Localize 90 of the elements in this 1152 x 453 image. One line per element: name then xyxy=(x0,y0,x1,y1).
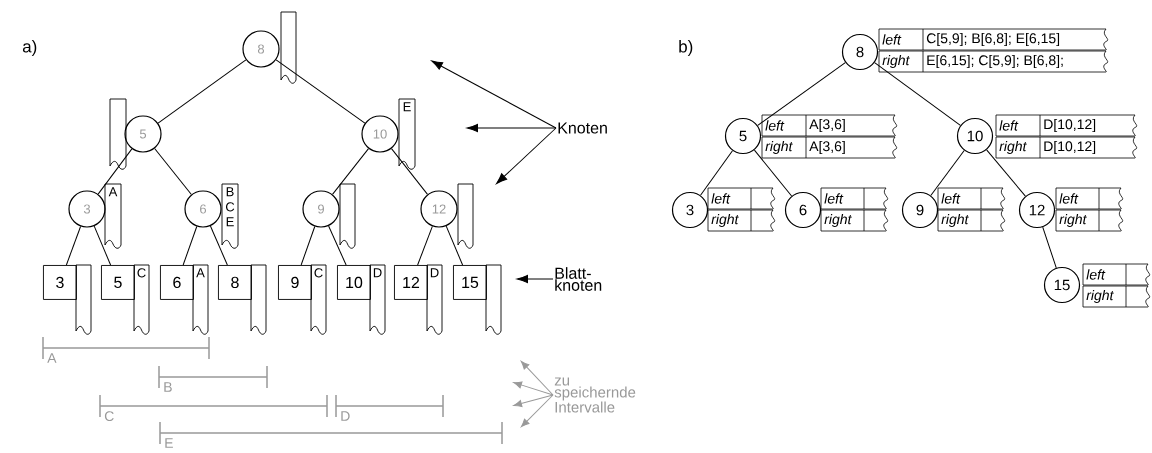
panel-label: a) xyxy=(22,40,37,56)
tree-edge xyxy=(154,148,192,195)
tree-edge xyxy=(757,62,846,126)
tree-node: 10 xyxy=(361,115,399,153)
node-table: left right xyxy=(1082,263,1151,308)
tree-edge xyxy=(417,225,433,266)
list-strip: A xyxy=(104,183,122,249)
list-strip: C xyxy=(310,264,327,335)
interval-label: E xyxy=(165,438,173,448)
arrow xyxy=(513,381,554,396)
tree-node: 12 xyxy=(420,190,458,228)
node-label: A[3,6] xyxy=(809,140,845,155)
tree-edge xyxy=(93,225,112,266)
tree-edge xyxy=(97,148,133,195)
arrow xyxy=(513,394,554,408)
tree-edge xyxy=(157,59,247,124)
node-label: D[10,12] xyxy=(1044,140,1096,155)
list-strip: D xyxy=(426,264,443,335)
node-table: left D[10,12] right D[10,12] xyxy=(995,114,1138,159)
tree-edge xyxy=(391,148,428,195)
tree-node: 3 xyxy=(671,191,709,229)
list-strip: C xyxy=(133,264,150,335)
tree-edge xyxy=(328,225,347,266)
node-label: A[3,6] xyxy=(809,118,845,133)
tree-node: 5 xyxy=(124,115,162,153)
tree-node: 5 xyxy=(724,117,762,155)
list-strip: D xyxy=(369,264,386,335)
tree-edge xyxy=(930,150,965,196)
tree-node: 9 xyxy=(302,190,340,228)
leaf-box: 12 xyxy=(394,265,428,300)
tree-node: 12 xyxy=(1018,191,1056,229)
tree-node: 8 xyxy=(242,30,280,68)
node-table: left right xyxy=(707,187,776,232)
tree-edge xyxy=(700,150,733,196)
tree-edge xyxy=(65,225,82,266)
arrow xyxy=(520,394,554,428)
interval-label: C xyxy=(104,411,114,422)
node-label: left xyxy=(999,120,1019,131)
tree-node: 6 xyxy=(184,190,222,228)
leaf-box: 3 xyxy=(43,265,77,300)
node-label: E[6,15]; C[5,9]; B[6,8]; xyxy=(927,54,1063,69)
node-table: left A[3,6] right A[3,6] xyxy=(761,114,898,159)
node-label: C[5,9]; B[6,8]; E[6,15] xyxy=(926,32,1060,47)
leaf-box: 5 xyxy=(101,265,135,300)
list-strip: B C E xyxy=(221,183,239,249)
interval-label: A xyxy=(47,353,57,363)
node-label: right xyxy=(882,54,910,69)
leaf-box: 10 xyxy=(337,265,371,300)
list-strip: E xyxy=(398,98,416,170)
arrow xyxy=(431,60,557,129)
annotation-text: zu speichernde Intervalle xyxy=(554,377,636,413)
tree-node: 10 xyxy=(956,117,994,155)
node-label: right xyxy=(765,140,793,155)
node-table: left right xyxy=(820,187,889,232)
node-table: left C[5,9]; B[6,8]; E[6,15] right E[6,15]; C[5,9]; B[6,8]; xyxy=(878,28,1109,73)
tree-node: 15 xyxy=(1043,266,1081,304)
tree-edge xyxy=(1042,226,1057,269)
annotation-text: Blatt- knoten xyxy=(555,267,602,291)
tree-edge xyxy=(753,149,793,197)
tree-edge xyxy=(275,59,366,124)
interval-label: B xyxy=(164,382,172,392)
tree-edge xyxy=(874,62,961,126)
annotation-text: Knoten xyxy=(558,122,607,134)
tree-node: 6 xyxy=(784,191,822,229)
tree-edge xyxy=(986,149,1026,197)
arrow xyxy=(516,274,554,284)
panel-label: b) xyxy=(679,40,693,56)
leaf-box: 6 xyxy=(160,265,194,300)
leaf-box: 9 xyxy=(278,265,312,300)
tree-node: 9 xyxy=(901,191,939,229)
node-label: left xyxy=(765,120,785,131)
tree-node: 3 xyxy=(68,190,106,228)
node-label: D[10,12] xyxy=(1044,118,1096,133)
tree-edge xyxy=(182,226,198,266)
arrow xyxy=(520,360,554,396)
tree-edge xyxy=(332,148,369,195)
arrow xyxy=(496,127,557,184)
node-label: right xyxy=(999,140,1027,155)
arrow xyxy=(466,123,557,133)
node-table: left right xyxy=(1055,187,1124,232)
interval-label: D xyxy=(341,411,350,421)
leaf-box: 8 xyxy=(218,265,252,300)
tree-edge xyxy=(300,226,316,266)
tree-node: 8 xyxy=(841,33,879,71)
list-strip: A xyxy=(192,264,209,335)
tree-edge xyxy=(209,225,228,266)
leaf-box: 15 xyxy=(453,265,487,300)
node-table: left right xyxy=(937,187,1006,232)
tree-edge xyxy=(445,225,464,266)
node-label: left xyxy=(882,34,902,45)
